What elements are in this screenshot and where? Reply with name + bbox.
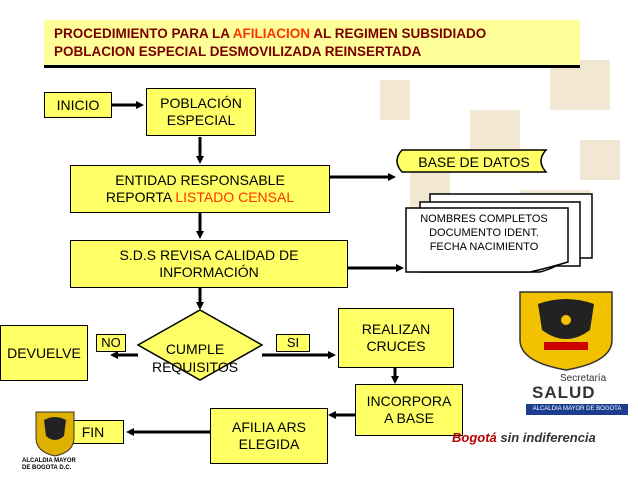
bogota-slogan: Bogotá sin indiferencia [452, 430, 632, 448]
node-devuelve: DEVUELVE [0, 325, 88, 381]
label-si: SI [276, 334, 310, 352]
node-label: REQUISITOS [151, 359, 239, 375]
node-poblacion-especial: POBLACIÓN ESPECIAL [146, 88, 256, 136]
database-shape [396, 149, 548, 173]
node-incorpora-base: INCORPORA A BASE [355, 384, 463, 436]
node-inicio-label: INICIO [56, 96, 100, 113]
node-label: CRUCES [366, 338, 426, 354]
document-stack [405, 193, 593, 273]
node-label: REPORTA [105, 189, 176, 205]
diagram-subtitle: POBLACION ESPECIAL DESMOVILIZADA REINSER… [54, 44, 422, 59]
node-realizan-cruces: REALIZAN CRUCES [338, 308, 454, 368]
node-afilia-ars: AFILIA ARS ELEGIDA [210, 408, 328, 464]
doc-line: FECHA NACIMIENTO [429, 241, 539, 253]
alcaldia-text: ALCALDIA MAYOR DE BOGOTA D.C. [22, 458, 76, 472]
node-label: ENTIDAD RESPONSABLE [115, 172, 285, 188]
node-label: ESPECIAL [166, 112, 236, 128]
node-label-highlight: LISTADO CENSAL [175, 189, 295, 205]
node-base-datos: BASE DE DATOS [418, 154, 530, 170]
diagram-title: PROCEDIMIENTO PARA LA AFILIACION AL REGI… [44, 20, 580, 68]
node-documento: NOMBRES COMPLETOS DOCUMENTO IDENT. FECHA… [410, 212, 558, 254]
logo-secretaria-text: Secretaría [560, 373, 607, 384]
doc-line: NOMBRES COMPLETOS [420, 213, 548, 225]
node-sds-revisa: S.D.S REVISA CALIDAD DE INFORMACIÓN [70, 240, 348, 288]
slogan-part: sin indiferencia [500, 430, 596, 445]
alcaldia-line: DE BOGOTA D.C. [22, 465, 72, 471]
node-label: INCORPORA [366, 393, 452, 409]
node-label: AFILIA ARS [232, 419, 306, 435]
logo-salud-text: SALUD [532, 383, 596, 402]
node-fin-label: FIN [81, 423, 105, 440]
node-label: INFORMACIÓN [159, 264, 259, 280]
alcaldia-line: ALCALDIA MAYOR [22, 458, 76, 464]
slogan-part: Bogotá [452, 430, 497, 445]
node-label: REALIZAN [361, 321, 431, 337]
doc-line: DOCUMENTO IDENT. [429, 227, 539, 239]
node-entidad-responsable: ENTIDAD RESPONSABLE REPORTA LISTADO CENS… [70, 165, 330, 213]
node-cumple-requisitos: CUMPLE REQUISITOS [140, 340, 250, 376]
node-label: POBLACIÓN [160, 95, 242, 111]
alcaldia-bogota-logo [35, 411, 75, 457]
title-part: PROCEDIMIENTO PARA LA [54, 26, 233, 41]
node-label: ELEGIDA [238, 436, 300, 452]
node-label: A BASE [384, 410, 434, 426]
title-part: AL REGIMEN SUBSIDIADO [310, 26, 487, 41]
logo-alcaldia-bar: ALCALDIA MAYOR DE BOGOTA [526, 404, 628, 415]
secretaria-salud-logo [519, 291, 613, 371]
node-label: DEVUELVE [7, 344, 81, 361]
node-label: CUMPLE [165, 341, 225, 357]
label-no: NO [96, 334, 126, 352]
node-label: S.D.S REVISA CALIDAD DE [119, 247, 299, 263]
node-inicio: INICIO [44, 92, 112, 118]
title-highlight: AFILIACION [232, 26, 311, 41]
decision-diamond [136, 309, 264, 381]
